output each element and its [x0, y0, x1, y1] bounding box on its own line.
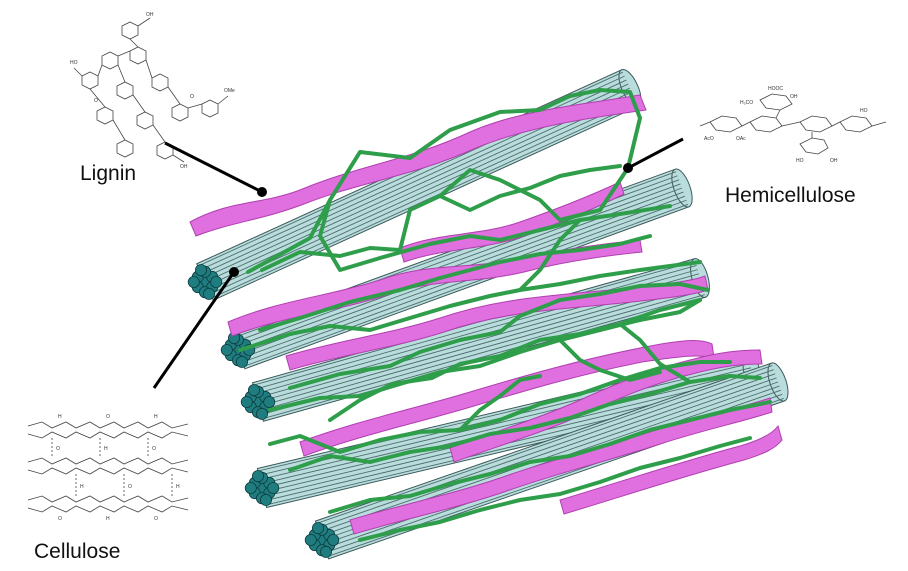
- hemicellulose-chemical-structure-icon: HOOC H₃CO AcO OAc OH HO OH HO: [700, 86, 886, 164]
- cellulose-chain-end: [252, 471, 263, 482]
- cellulose-chain-end: [256, 408, 267, 419]
- cellulose-leader-dot: [229, 267, 239, 277]
- cellulose-chemical-structure-icon: H O H O H O H O H O H O: [28, 414, 188, 522]
- svg-text:HOOC: HOOC: [768, 86, 783, 92]
- cellulose-chain-end: [203, 288, 214, 299]
- svg-text:HO: HO: [70, 60, 78, 66]
- lignin-leader: [165, 143, 267, 197]
- svg-text:AcO: AcO: [704, 136, 714, 142]
- cellulose-chain-end: [211, 276, 222, 287]
- cellulose-chain-end: [264, 396, 275, 407]
- svg-text:OMe: OMe: [224, 88, 235, 94]
- hemicellulose-leader-line: [628, 139, 683, 168]
- svg-text:H: H: [104, 446, 108, 452]
- svg-text:HO: HO: [796, 158, 804, 164]
- cellulose-chain-end: [328, 534, 339, 545]
- svg-text:O: O: [154, 516, 158, 522]
- cellulose-chain-end: [221, 344, 232, 355]
- svg-text:O: O: [190, 94, 194, 100]
- cellulose-chain-end: [305, 534, 316, 545]
- svg-text:O: O: [58, 516, 62, 522]
- svg-text:HO: HO: [860, 108, 868, 114]
- svg-text:OAc: OAc: [736, 136, 746, 142]
- cellulose-label: Cellulose: [34, 540, 120, 563]
- cellulose-chain-end: [236, 356, 247, 367]
- cellulose-chain-end: [312, 523, 323, 534]
- svg-text:H: H: [80, 484, 84, 490]
- svg-text:H: H: [58, 414, 62, 420]
- cellulose-chain-end: [268, 482, 279, 493]
- hemicellulose-label: Hemicellulose: [725, 184, 856, 207]
- svg-text:OH: OH: [790, 94, 798, 100]
- svg-text:O: O: [56, 446, 60, 452]
- svg-text:O: O: [128, 484, 132, 490]
- svg-text:OH: OH: [146, 12, 154, 18]
- cellulose-chain-end: [188, 276, 199, 287]
- svg-text:O: O: [94, 98, 98, 104]
- cellulose-chain-end: [248, 385, 259, 396]
- svg-text:H: H: [106, 516, 110, 522]
- svg-text:H: H: [154, 414, 158, 420]
- lignin-label: Lignin: [80, 162, 136, 185]
- svg-text:H₃CO: H₃CO: [740, 100, 753, 106]
- hemicellulose-leader-dot: [623, 163, 633, 173]
- svg-text:O: O: [106, 414, 110, 420]
- cellulose-chain-end: [195, 265, 206, 276]
- lignin-chemical-structure-icon: OH HO OMe OH O O: [70, 12, 235, 170]
- svg-text:OH: OH: [180, 164, 188, 170]
- svg-text:OH: OH: [830, 158, 838, 164]
- cellulose-chain-end: [320, 546, 331, 557]
- lignin-leader-dot: [257, 187, 267, 197]
- svg-text:O: O: [152, 446, 156, 452]
- cellulose-chain-end: [260, 494, 271, 505]
- cellulose-chain-end: [241, 396, 252, 407]
- cellulose-chain-end: [245, 482, 256, 493]
- svg-text:H: H: [176, 484, 180, 490]
